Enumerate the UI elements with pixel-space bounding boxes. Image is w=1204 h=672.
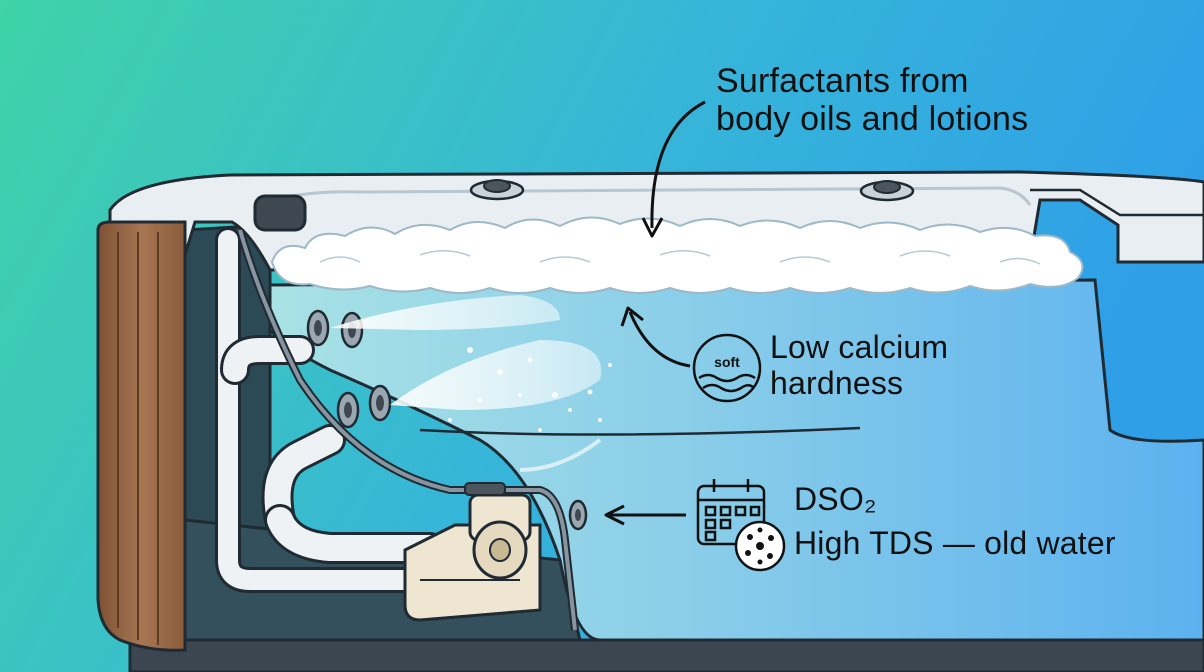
- label-calcium-line2: hardness: [770, 364, 904, 401]
- label-tds-line2: High TDS — old water: [794, 524, 1116, 561]
- jet-spray-lower: [390, 340, 602, 410]
- pump: [403, 482, 542, 622]
- label-calcium-line1: Low calcium: [770, 329, 949, 365]
- jet-far-wall: [568, 499, 588, 531]
- rim-fitting-left: [469, 179, 525, 201]
- soft-icon-label: soft: [714, 354, 740, 370]
- jet-spray-upper: [330, 295, 560, 330]
- jet-upper-a: [306, 309, 330, 347]
- rim-fitting-right: [859, 180, 915, 202]
- seat-step: [519, 438, 602, 472]
- arrow-surfactants: [641, 100, 706, 238]
- label-surfactants-line2: body oils and lotions: [716, 100, 1029, 139]
- label-tds: DSO₂ High TDS — old water: [794, 481, 1116, 562]
- jet-lower-b: [368, 384, 392, 422]
- dissolved-solids-icon: [734, 520, 786, 572]
- seat-line: [419, 426, 861, 436]
- jet-upper-b: [340, 311, 364, 349]
- headrest: [253, 194, 307, 232]
- label-surfactants: Surfactants from body oils and lotions: [716, 62, 1028, 138]
- spray-bubbles: [448, 347, 612, 432]
- jet-lower-a: [336, 391, 360, 429]
- plumbing: [215, 227, 446, 593]
- calendar-icon: [696, 479, 766, 546]
- soft-water-icon: [692, 333, 762, 403]
- arrow-calcium: [620, 306, 691, 368]
- foam-detail: [319, 250, 1041, 265]
- arrow-tds: [604, 504, 686, 526]
- surface-foam: [270, 216, 1084, 294]
- shell-wall-inner: [238, 229, 577, 631]
- tub-corner-step: [1030, 188, 1204, 217]
- label-surfactants-line1: Surfactants from: [716, 62, 969, 100]
- label-tds-line1: DSO₂: [794, 481, 877, 517]
- tub-base: [128, 638, 1204, 672]
- wood-cabinet: [96, 220, 187, 652]
- label-calcium: Low calcium hardness: [770, 329, 949, 402]
